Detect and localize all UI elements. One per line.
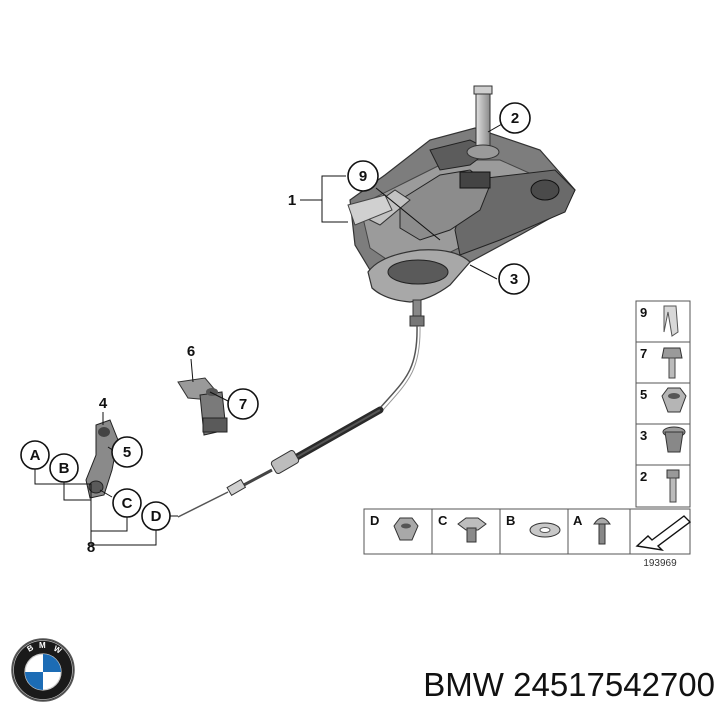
- legend-item-D: D: [370, 513, 419, 541]
- svg-text:B: B: [506, 513, 515, 528]
- callout-C: C: [112, 488, 142, 518]
- callout-A: A: [20, 440, 50, 470]
- svg-text:A: A: [573, 513, 583, 528]
- part-number: 24517542700: [513, 666, 715, 703]
- callout-2: 2: [499, 102, 531, 134]
- arrow-icon: [635, 515, 692, 552]
- legend-item-9: 9: [640, 305, 679, 337]
- legend-item-5: 5: [640, 387, 687, 413]
- diagram-number: 193969: [643, 558, 677, 569]
- callout-B: B: [49, 453, 79, 483]
- svg-text:9: 9: [640, 305, 647, 320]
- label-4: 4: [99, 395, 108, 412]
- svg-text:D: D: [151, 508, 162, 525]
- svg-text:C: C: [438, 513, 448, 528]
- callout-D: D: [141, 501, 171, 531]
- label-8: 8: [87, 539, 95, 556]
- legend-bottom: D C B A: [363, 508, 692, 555]
- svg-text:W: W: [52, 644, 63, 656]
- svg-text:C: C: [122, 495, 133, 512]
- callout-5: 5: [111, 436, 143, 468]
- bmw-logo: B M W: [11, 638, 75, 702]
- shift-cable: [177, 325, 421, 518]
- callout-7: 7: [227, 388, 259, 420]
- svg-text:2: 2: [511, 110, 519, 127]
- svg-text:9: 9: [359, 168, 367, 185]
- label-6: 6: [187, 343, 195, 360]
- part-caption: BMW 24517542700: [370, 660, 715, 710]
- brand-name: BMW: [423, 666, 504, 703]
- svg-text:M: M: [39, 641, 46, 650]
- cable-link-4: [85, 419, 119, 499]
- gear-selector-assembly: [347, 85, 576, 327]
- callout-9: 9: [347, 160, 379, 192]
- cable-bracket-6: [177, 377, 228, 436]
- legend-item-C: C: [438, 513, 487, 543]
- legend-item-7: 7: [640, 346, 683, 379]
- svg-text:7: 7: [640, 346, 647, 361]
- svg-text:B: B: [59, 460, 70, 477]
- legend-right: 9 7 5 3 2: [635, 300, 691, 508]
- svg-text:7: 7: [239, 396, 247, 413]
- legend-item-A: A: [573, 513, 611, 545]
- svg-text:3: 3: [510, 271, 518, 288]
- svg-text:B: B: [26, 643, 36, 654]
- label-1: 1: [288, 192, 296, 209]
- svg-text:5: 5: [123, 444, 131, 461]
- legend-item-2: 2: [640, 469, 680, 503]
- svg-text:A: A: [30, 447, 41, 464]
- svg-text:2: 2: [640, 469, 647, 484]
- svg-text:D: D: [370, 513, 379, 528]
- legend-item-3: 3: [640, 426, 686, 453]
- legend-item-B: B: [506, 513, 561, 538]
- svg-text:3: 3: [640, 428, 647, 443]
- callout-3: 3: [498, 263, 530, 295]
- svg-text:5: 5: [640, 387, 647, 402]
